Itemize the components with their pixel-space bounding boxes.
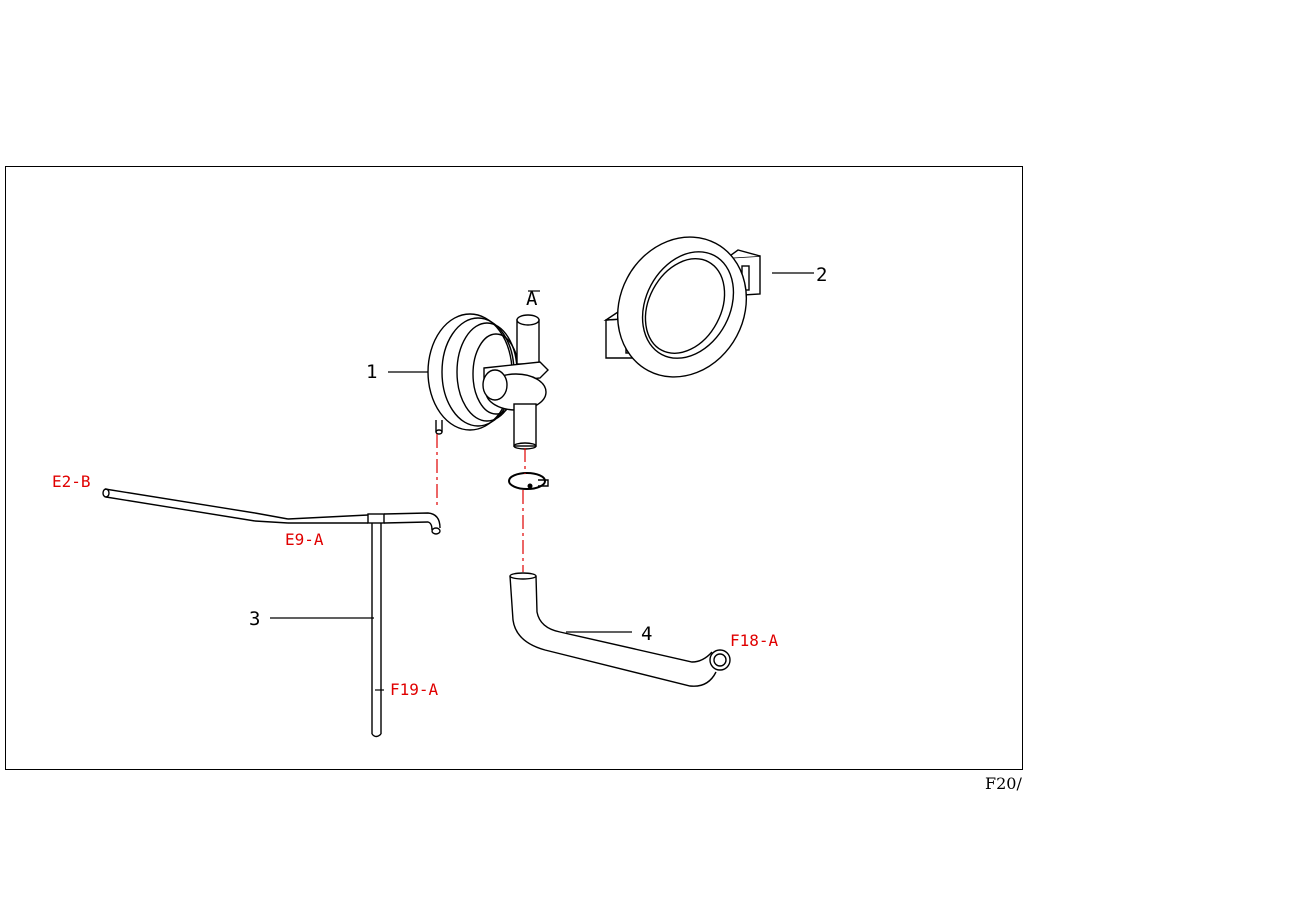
page-code: F20/1 <box>985 774 1023 793</box>
diagram-frame <box>5 166 1023 770</box>
ref-e2b[interactable]: E2-B <box>52 472 91 491</box>
view-a-label: A <box>526 288 538 310</box>
callout-4: 4 <box>641 623 652 645</box>
ref-f19a[interactable]: F19-A <box>390 680 439 699</box>
part-3-hose-assembly <box>102 488 441 738</box>
part-2-clamp <box>603 236 761 378</box>
leader-lines <box>270 272 814 691</box>
ref-e9a[interactable]: E9-A <box>285 530 324 549</box>
ref-f18a[interactable]: F18-A <box>730 631 779 650</box>
hose-clip <box>508 472 549 490</box>
center-lines <box>436 434 526 572</box>
part-4-hose <box>509 572 731 687</box>
part-1-valve <box>427 313 549 450</box>
callout-1: 1 <box>366 361 377 383</box>
callout-2: 2 <box>816 264 827 286</box>
callout-3: 3 <box>249 608 260 630</box>
